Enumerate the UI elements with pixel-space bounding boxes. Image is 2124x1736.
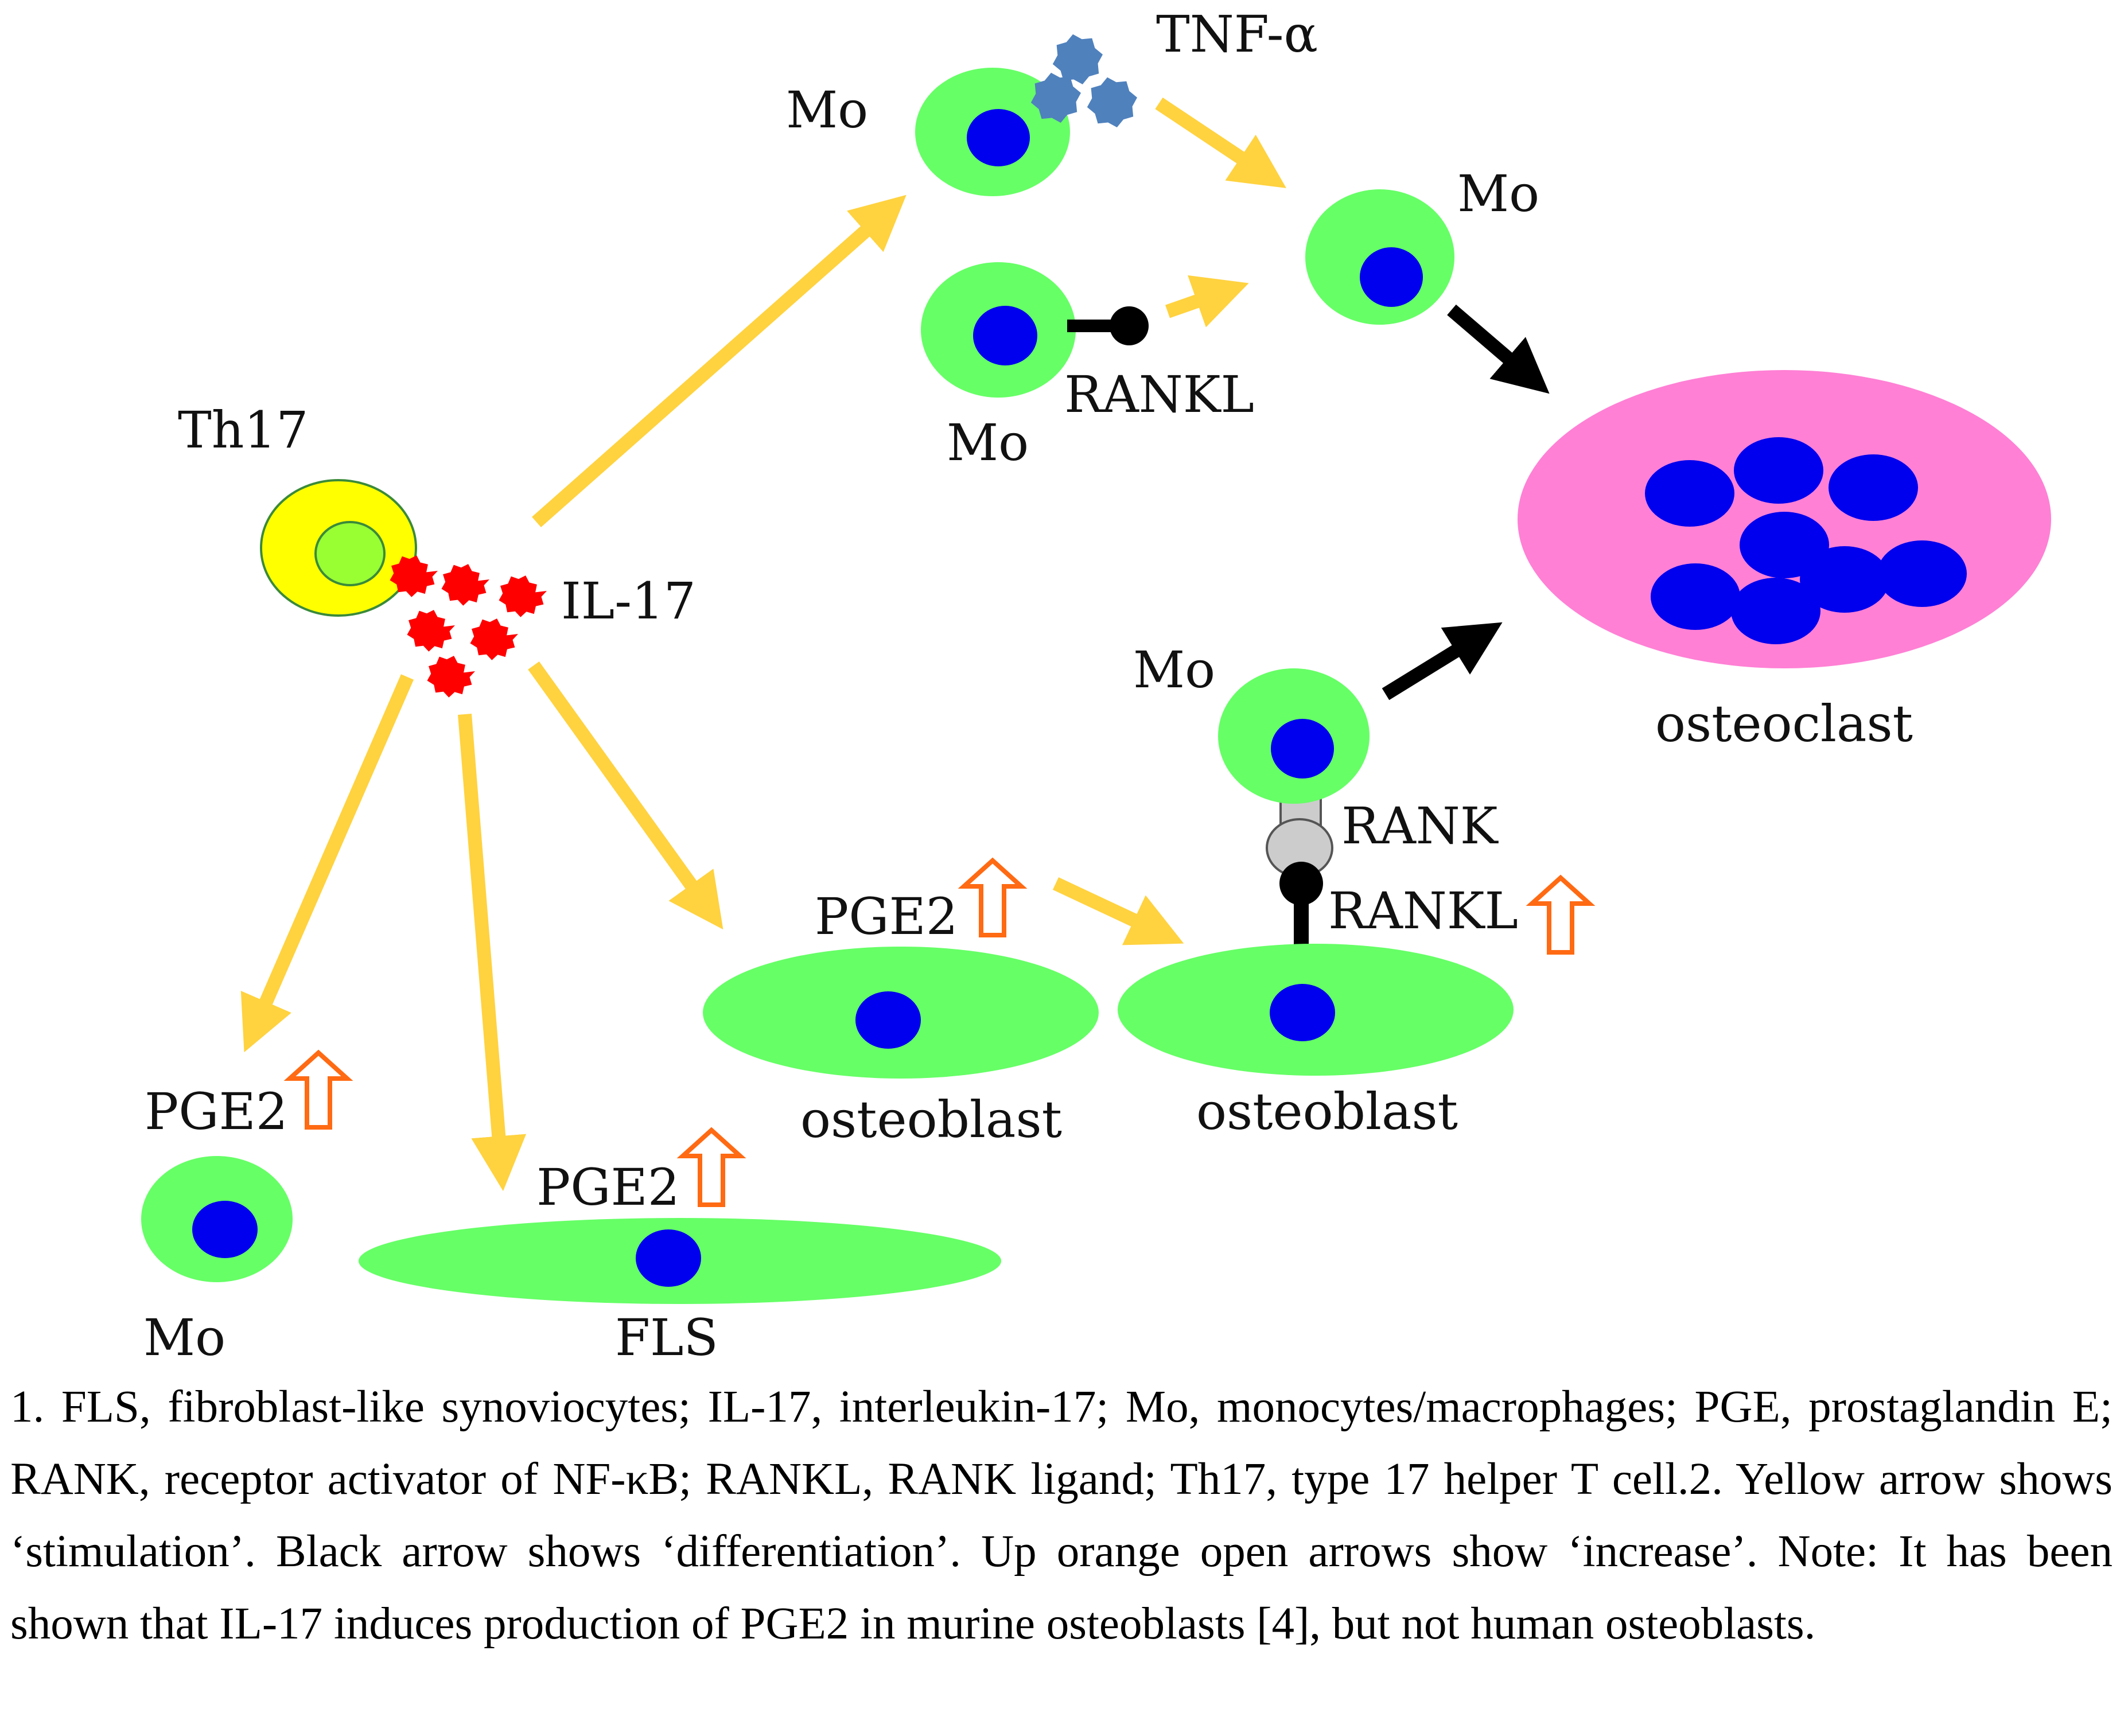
increase-arrow xyxy=(283,1049,353,1130)
label-pge2-mo: PGE2 xyxy=(145,1082,288,1141)
label-osteoblast-1: osteoblast xyxy=(800,1090,1062,1149)
rankl-knob-mid xyxy=(1279,862,1323,905)
stimulation-arrow xyxy=(240,674,414,1053)
increase-arrow xyxy=(1526,874,1596,955)
stimulation-arrow xyxy=(532,194,907,527)
differentiation-arrows xyxy=(1382,304,1550,700)
osteoclast-nucleus xyxy=(1829,454,1918,521)
label-mo-right: Mo xyxy=(1457,164,1539,223)
differentiation-arrow xyxy=(1382,622,1503,700)
osteoclast-nucleus xyxy=(1800,546,1889,613)
tnf-alpha-molecules xyxy=(1030,34,1137,127)
th17-cell xyxy=(260,479,417,617)
label-rank: RANK xyxy=(1341,796,1499,855)
label-mo-top: Mo xyxy=(786,80,868,139)
differentiation-arrow xyxy=(1447,304,1550,394)
label-mo-middle: Mo xyxy=(1133,640,1215,699)
stimulation-arrow xyxy=(1052,877,1184,945)
stimulation-arrow xyxy=(458,714,527,1192)
il17-pathway-diagram: Th17 IL-17 TNF-α Mo Mo Mo RANKL osteocla… xyxy=(141,5,2051,1365)
rankl-knob xyxy=(1110,306,1149,345)
label-osteoblast-2: osteoblast xyxy=(1196,1082,1458,1141)
label-mo-bottom: Mo xyxy=(143,1308,225,1365)
osteoblast-nucleus xyxy=(1270,984,1335,1041)
label-fls: FLS xyxy=(615,1308,718,1365)
mo-nucleus xyxy=(967,109,1030,166)
mo-nucleus xyxy=(1271,719,1334,779)
increase-arrow xyxy=(958,857,1028,937)
figure-caption: 1. FLS, fibroblast-like synoviocytes; IL… xyxy=(10,1382,2113,1649)
mo-cell-bottom xyxy=(141,1156,293,1282)
label-pge2-osteoblast: PGE2 xyxy=(815,887,958,946)
osteoblast-cell-1 xyxy=(703,947,1099,1079)
fls-nucleus xyxy=(636,1229,701,1287)
osteoblast-cell-2 xyxy=(1118,944,1514,1076)
mo-cell-rankl xyxy=(921,262,1149,398)
mo-cell-middle xyxy=(1218,668,1370,878)
osteoclast-nucleus xyxy=(1731,578,1820,644)
stimulation-arrow xyxy=(528,661,723,930)
mo-nucleus xyxy=(1360,247,1423,307)
stimulation-arrows xyxy=(240,98,1286,1192)
label-rankl-top: RANKL xyxy=(1064,365,1254,424)
stimulation-arrow xyxy=(1155,98,1286,188)
osteoclast-nucleus xyxy=(1645,460,1734,527)
th17-nucleus xyxy=(314,521,386,586)
label-th17: Th17 xyxy=(178,400,308,460)
osteoclast-cell xyxy=(1518,370,2051,668)
osteoclast-nucleus xyxy=(1734,437,1823,504)
label-il17: IL-17 xyxy=(561,571,696,630)
osteoclast-nucleus xyxy=(1877,540,1967,607)
fls-cell xyxy=(359,1218,1001,1304)
stimulation-arrow xyxy=(1165,275,1249,328)
il17-molecules xyxy=(390,555,547,698)
increase-arrow xyxy=(676,1127,746,1207)
osteoclast-nucleus xyxy=(1740,512,1829,578)
label-tnf-alpha: TNF-α xyxy=(1156,5,1318,64)
label-pge2-fls: PGE2 xyxy=(536,1158,680,1217)
label-osteoclast: osteoclast xyxy=(1655,694,1913,753)
mo-cell-right xyxy=(1305,189,1454,325)
increase-arrows xyxy=(283,857,1596,1207)
label-rankl-middle: RANKL xyxy=(1328,881,1518,940)
label-mo-rankl: Mo xyxy=(947,413,1029,472)
mo-cell-top xyxy=(915,68,1070,196)
osteoblast-nucleus xyxy=(855,991,921,1049)
mo-nucleus xyxy=(973,306,1037,365)
mo-nucleus xyxy=(192,1201,258,1258)
osteoclast-nucleus xyxy=(1651,563,1740,630)
